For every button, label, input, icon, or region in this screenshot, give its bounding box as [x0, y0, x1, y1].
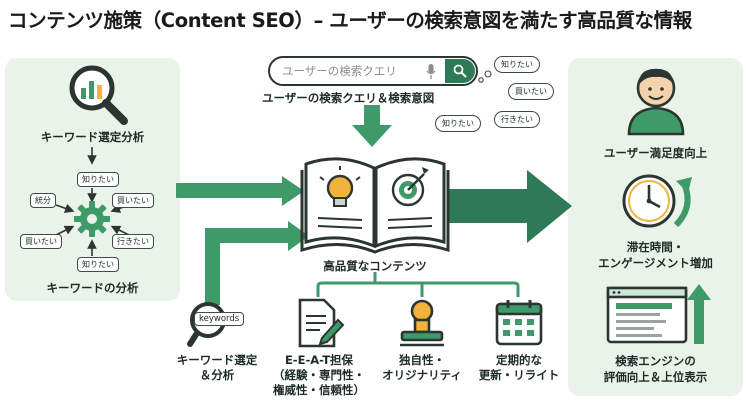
search-ranking-label-2: 評価向上＆上位表示 — [603, 370, 708, 384]
search-ranking-label-1: 検索エンジンの — [615, 354, 696, 368]
keywords-tag: keywords — [194, 312, 245, 326]
pillar-update-line1: 定期的な — [496, 353, 542, 367]
document-pen-icon — [298, 298, 345, 348]
pillar-eeat-line2: （経験・専門性・ — [273, 368, 365, 382]
intent-tag-right-bottom: 行きたい — [112, 234, 154, 249]
pillar-originality-line2: オリジナリティ — [382, 368, 462, 382]
keyword-analysis-label: キーワードの分析 — [46, 281, 139, 295]
search-icon — [453, 64, 467, 78]
intent-tag-left-bottom: 買いたい — [20, 234, 62, 249]
page-title: コンテンツ施策（Content SEO）– ユーザーの検索意図を満たす高品質な情… — [8, 9, 692, 32]
user-satisfaction-label: ユーザー満足度向上 — [603, 146, 708, 160]
ranking-icon — [606, 284, 711, 344]
search-input[interactable]: ユーザーの検索クエリ — [282, 64, 397, 78]
pillar-eeat-line1: E-E-A-T担保 — [284, 353, 354, 367]
engagement-label-2: エンゲージメント増加 — [598, 256, 713, 270]
microphone-icon[interactable] — [426, 64, 436, 80]
intent-tag-bottom: 知りたい — [77, 257, 119, 272]
clock-icon — [622, 174, 692, 228]
pillar-update-line2: 更新・リライト — [478, 368, 560, 382]
intent-tag-top: 知りたい — [77, 172, 119, 187]
search-caption: ユーザーの検索クエリ＆検索意図 — [262, 91, 435, 105]
intent-tag-right-top: 買いたい — [112, 193, 154, 208]
intent-tag-left-top: 統分 — [30, 193, 56, 208]
gear-icon — [74, 201, 110, 237]
query-bubble-2: 買いたい — [508, 83, 554, 100]
keyword-selection-label: キーワード選定分析 — [40, 130, 145, 144]
query-bubble-1: 知りたい — [494, 56, 540, 73]
pillar-originality-line1: 独自性・ — [399, 353, 445, 367]
search-bar[interactable]: ユーザーの検索クエリ — [268, 56, 478, 86]
search-button[interactable] — [445, 59, 475, 83]
engagement-label-1: 滞在時間・ — [626, 240, 685, 254]
calendar-icon — [495, 300, 543, 346]
pillar-eeat-line3: 権威性・信頼性） — [273, 383, 365, 397]
keyword-tool-label-1: キーワード選定 — [176, 353, 258, 367]
open-book-icon — [300, 157, 450, 254]
quality-content-label: 高品質なコンテンツ — [323, 259, 427, 273]
keyword-tool-label-2: ＆分析 — [199, 368, 235, 382]
magnifier-chart-icon — [69, 65, 128, 125]
user-icon — [627, 68, 685, 136]
stamp-icon — [400, 299, 444, 347]
query-bubble-4: 行きたい — [494, 111, 540, 128]
query-bubble-3: 知りたい — [435, 115, 481, 132]
